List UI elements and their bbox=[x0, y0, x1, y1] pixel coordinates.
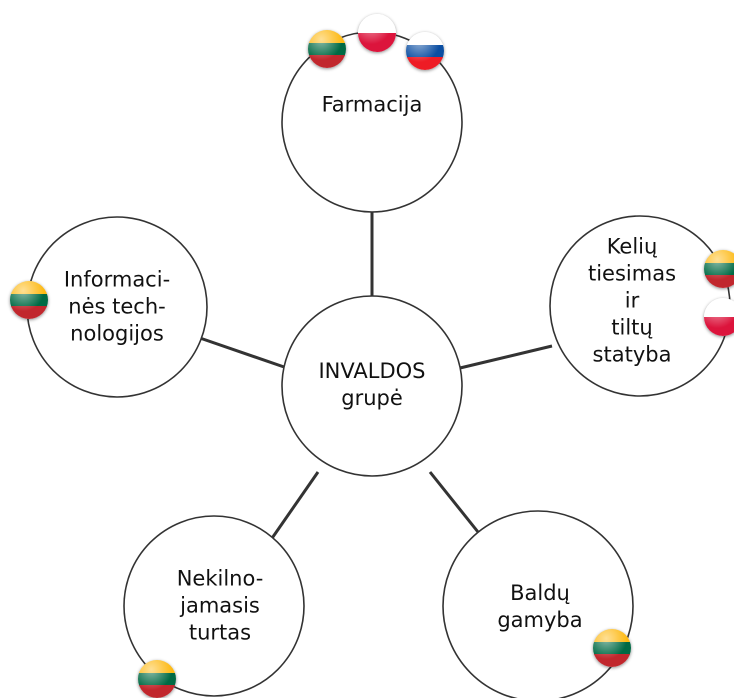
connector-it bbox=[196, 335, 288, 370]
lithuania-flag-icon bbox=[593, 629, 631, 667]
flag-shine bbox=[704, 298, 734, 336]
node-furniture-label: Baldų gamyba bbox=[497, 581, 583, 632]
flag-shine bbox=[10, 281, 48, 319]
lithuania-flag-icon bbox=[308, 30, 346, 68]
node-furniture-circle bbox=[442, 510, 634, 698]
node-real-estate-circle bbox=[123, 515, 305, 697]
node-real-estate-label: Nekilno- jamasis turtas bbox=[176, 566, 264, 645]
flag-shine bbox=[704, 250, 734, 288]
flag-shine bbox=[406, 32, 444, 70]
poland-flag-icon bbox=[704, 298, 734, 336]
node-it-label: Informaci- nės tech- nologijos bbox=[63, 267, 171, 346]
slovakia-flag-icon bbox=[406, 32, 444, 70]
node-roads-label: Kelių tiesimas ir tiltų statyba bbox=[587, 234, 677, 367]
connector-real-estate bbox=[266, 471, 320, 545]
flag-shine bbox=[138, 660, 176, 698]
poland-flag-icon bbox=[358, 14, 396, 52]
node-center-circle bbox=[281, 295, 463, 477]
flag-shine bbox=[593, 629, 631, 667]
lithuania-flag-icon bbox=[10, 281, 48, 319]
lithuania-flag-icon bbox=[138, 660, 176, 698]
connector-roads bbox=[459, 344, 553, 370]
flag-shine bbox=[358, 14, 396, 52]
flag-shine bbox=[308, 30, 346, 68]
lithuania-flag-icon bbox=[704, 250, 734, 288]
node-pharmacy-label: Farmacija bbox=[321, 92, 423, 117]
node-center-label: INVALDOS grupė bbox=[318, 359, 426, 410]
connector-furniture bbox=[428, 471, 480, 533]
